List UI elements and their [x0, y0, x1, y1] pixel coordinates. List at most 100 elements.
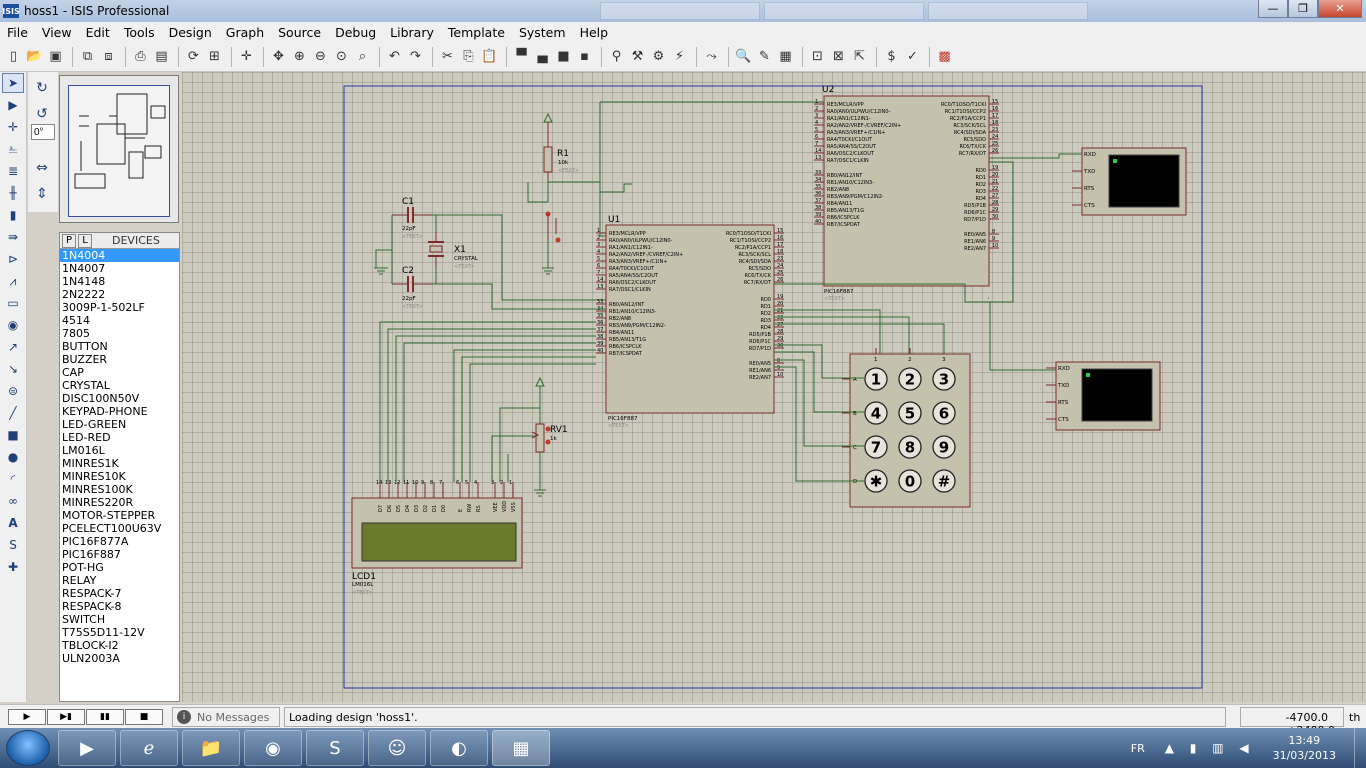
- device-item[interactable]: MOTOR-STEPPER: [62, 509, 156, 522]
- cut-icon[interactable]: ✂: [442, 49, 453, 64]
- menu-file[interactable]: File: [7, 24, 28, 40]
- device-item[interactable]: 1N4148: [62, 275, 106, 288]
- menu-view[interactable]: View: [41, 24, 72, 40]
- terminal-icon[interactable]: ⇛: [7, 230, 19, 244]
- keypad-key[interactable]: [898, 367, 922, 391]
- device-item[interactable]: TBLOCK-I2: [62, 639, 119, 652]
- print-icon[interactable]: ⎙: [135, 49, 146, 64]
- device-item[interactable]: RESPACK-7: [62, 587, 122, 600]
- keypad-key[interactable]: [898, 401, 922, 425]
- reset-button-component[interactable]: [542, 211, 561, 275]
- select-mode-icon[interactable]: ➤: [2, 73, 24, 93]
- device-item[interactable]: LED-RED: [62, 431, 111, 444]
- menu-library[interactable]: Library: [390, 24, 434, 40]
- device-item[interactable]: BUZZER: [62, 353, 108, 366]
- clock[interactable]: 13:49 31/03/2013: [1273, 733, 1336, 763]
- device-item[interactable]: 2N2222: [62, 288, 106, 301]
- design-explorer-icon[interactable]: ▦: [779, 49, 792, 64]
- device-pin-icon[interactable]: ⊳: [7, 252, 19, 266]
- device-item[interactable]: T75S5D11-12V: [62, 626, 145, 639]
- crystal-x1[interactable]: X1 CRYSTAL <TEXT>: [428, 232, 479, 270]
- marker-icon[interactable]: ✚: [7, 560, 19, 574]
- keypad-key[interactable]: [932, 401, 956, 425]
- ares-icon[interactable]: ▩: [938, 49, 951, 64]
- minimize-button[interactable]: —: [1258, 0, 1288, 18]
- decompose-icon[interactable]: ⚡: [674, 49, 685, 64]
- zoom-out-icon[interactable]: ⊖: [315, 49, 326, 64]
- generator-icon[interactable]: ◉: [7, 318, 19, 332]
- keypad-key[interactable]: [932, 367, 956, 391]
- device-item[interactable]: SWITCH: [62, 613, 106, 626]
- media-player-icon[interactable]: ▶: [58, 730, 116, 766]
- device-item[interactable]: DISC100N50V: [62, 392, 140, 405]
- pick-devices-button[interactable]: P: [62, 233, 76, 248]
- device-item[interactable]: LED-GREEN: [62, 418, 127, 431]
- paste-icon[interactable]: 📋: [481, 49, 498, 64]
- keypad-key[interactable]: [864, 367, 888, 391]
- pick-icon[interactable]: ⚲: [611, 49, 622, 64]
- device-item[interactable]: 1N4007: [62, 262, 106, 275]
- exit-parent-icon[interactable]: ⇱: [854, 49, 865, 64]
- menu-help[interactable]: Help: [579, 24, 609, 40]
- overview-window[interactable]: [59, 75, 179, 223]
- export-icon[interactable]: ⧈: [104, 49, 113, 64]
- menu-template[interactable]: Template: [447, 24, 505, 40]
- device-item[interactable]: MINRES1K: [62, 457, 119, 470]
- redo-icon[interactable]: ↷: [410, 49, 421, 64]
- capacitor-c1[interactable]: C1 22pF <TEXT>: [392, 197, 432, 240]
- open-icon[interactable]: 📂: [26, 49, 43, 64]
- grid-icon[interactable]: ⊞: [209, 49, 220, 64]
- step-icon[interactable]: ▶▮: [47, 709, 85, 725]
- language-indicator[interactable]: FR: [1130, 741, 1145, 755]
- device-item[interactable]: PIC16F877A: [62, 535, 129, 548]
- isis-icon[interactable]: ▦: [492, 730, 550, 766]
- block-copy-icon[interactable]: ▀: [516, 49, 527, 64]
- menu-edit[interactable]: Edit: [85, 24, 110, 40]
- lcd-module[interactable]: LCD1 LM016L <TEXT> 14D713D612D511D410D39…: [351, 480, 523, 596]
- keypad-key[interactable]: [864, 469, 888, 493]
- device-item[interactable]: CRYSTAL: [62, 379, 110, 392]
- graph-icon[interactable]: ⩘: [9, 273, 17, 288]
- device-item[interactable]: PCELECT100U63V: [62, 522, 162, 535]
- zoom-all-icon[interactable]: ⊙: [336, 49, 347, 64]
- potentiometer-rv1[interactable]: RV1 1k: [531, 376, 568, 497]
- menu-tools[interactable]: Tools: [123, 24, 155, 40]
- keypad-key[interactable]: [932, 469, 956, 493]
- keypad-key[interactable]: [932, 435, 956, 459]
- messages-panel[interactable]: i No Messages: [172, 707, 280, 727]
- rotate-clockwise-icon[interactable]: ↻: [36, 80, 48, 96]
- device-item[interactable]: ULN2003A: [62, 652, 120, 665]
- device-item[interactable]: RELAY: [62, 574, 97, 587]
- resistor-r1[interactable]: R1 10k <TEXT>: [543, 112, 579, 202]
- capacitor-c2[interactable]: C2 22pF <TEXT>: [392, 266, 432, 310]
- device-item[interactable]: POT-HG: [62, 561, 104, 574]
- zoom-in-icon[interactable]: ⊕: [294, 49, 305, 64]
- print-area-icon[interactable]: ▤: [155, 49, 168, 64]
- box-2d-icon[interactable]: ■: [7, 428, 19, 442]
- mirror-horizontal-icon[interactable]: ⇔: [36, 160, 48, 176]
- refresh-icon[interactable]: ⟳: [188, 49, 199, 64]
- device-item[interactable]: MINRES220R: [62, 496, 134, 509]
- tray-icons[interactable]: ▲ ▮ ▥ ◀: [1164, 741, 1255, 755]
- text-2d-icon[interactable]: A: [8, 516, 18, 530]
- package-icon[interactable]: ⚙: [652, 49, 665, 64]
- new-sheet-icon[interactable]: ⊡: [812, 49, 823, 64]
- property-assign-icon[interactable]: ✎: [759, 49, 770, 64]
- component-mode-icon[interactable]: ▶: [8, 98, 18, 112]
- block-delete-icon[interactable]: ▪: [580, 49, 589, 64]
- text-script-icon[interactable]: ≣: [7, 164, 19, 178]
- wire-label-icon[interactable]: ⎁: [8, 141, 18, 156]
- chrome-icon[interactable]: ◉: [244, 730, 302, 766]
- device-item[interactable]: MINRES10K: [62, 470, 126, 483]
- line-2d-icon[interactable]: ╱: [9, 406, 17, 420]
- device-item[interactable]: MINRES100K: [62, 483, 133, 496]
- device-item[interactable]: 4514: [62, 314, 90, 327]
- symbol-2d-icon[interactable]: S: [9, 538, 17, 552]
- copy-icon[interactable]: ⎘: [463, 49, 474, 64]
